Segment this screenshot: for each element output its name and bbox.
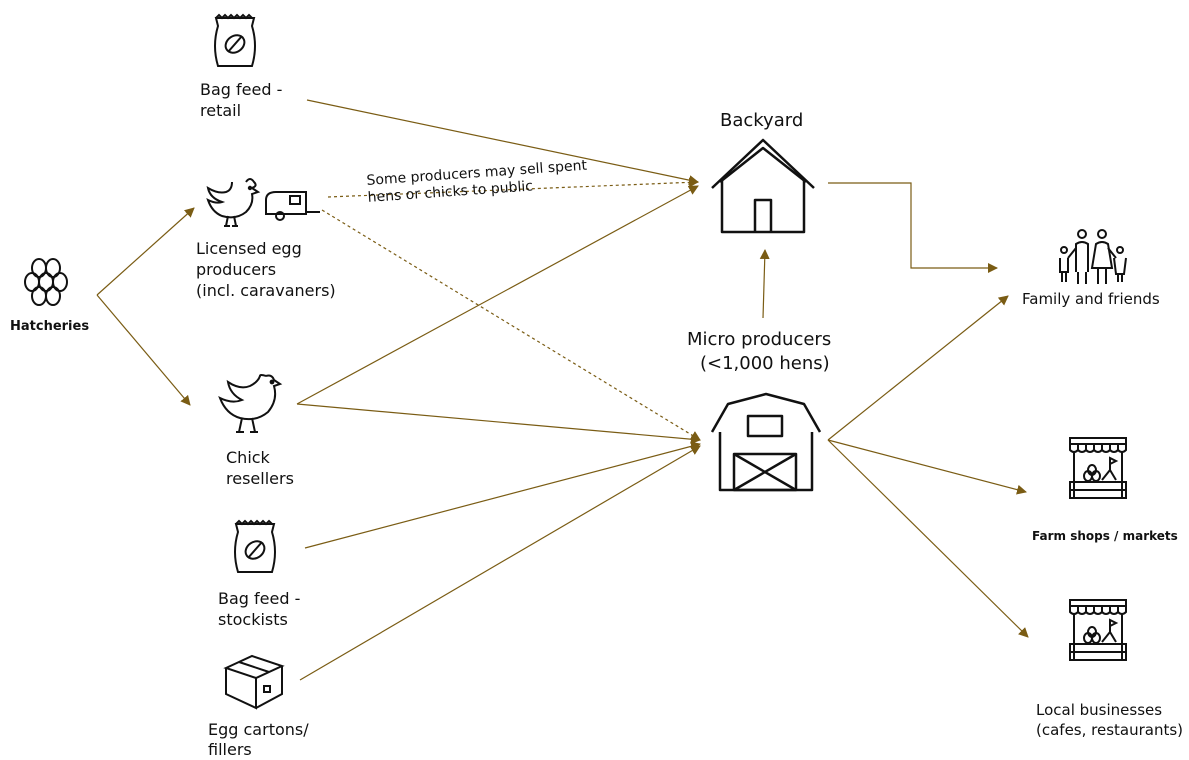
licensed-egg-line3: (incl. caravaners): [196, 281, 336, 300]
arrow-micro-to-farm-shops: [827, 439, 1027, 495]
licensed-egg-line2: producers: [196, 260, 277, 279]
arrow-micro-to-local-businesses: [827, 439, 1029, 638]
family-icon: [1059, 229, 1127, 284]
feed-bag-icon: [214, 13, 256, 67]
chick-resellers-line1: Chick: [226, 448, 270, 467]
house-icon: [711, 138, 815, 234]
bag-feed-stockists-line1: Bag feed -: [218, 589, 301, 608]
arrow-cartons-to-micro: [299, 445, 701, 681]
bag-feed-retail-line2: retail: [200, 101, 242, 120]
micro-producers-line2: (<1,000 hens): [700, 353, 830, 374]
family-friends-label: Family and friends: [1022, 290, 1160, 308]
feed-bag-icon: [234, 519, 276, 573]
eggs-icon: [24, 258, 68, 306]
arrow-hatcheries-to-licensed: [96, 207, 195, 296]
farm-shops-label: Farm shops / markets: [1032, 529, 1178, 543]
bag-feed-stockists-line2: stockists: [218, 610, 288, 629]
arrow-licensed-to-backyard: [327, 177, 699, 198]
arrow-feed-retail-to-backyard: [306, 99, 699, 186]
hen-icon: [206, 178, 261, 227]
arrow-resellers-to-micro: [296, 403, 701, 445]
arrow-hatcheries-to-resellers: [96, 294, 191, 406]
bag-feed-retail-line1: Bag feed -: [200, 80, 283, 99]
chicken-icon: [218, 374, 283, 433]
barn-icon: [710, 392, 822, 492]
box-icon: [223, 654, 285, 710]
backyard-label: Backyard: [720, 110, 804, 131]
local-businesses-line2: (cafes, restaurants): [1036, 721, 1184, 739]
arrow-licensed-to-micro: [321, 209, 701, 441]
hatcheries-label: Hatcheries: [10, 319, 90, 334]
market-stall-icon: [1069, 437, 1127, 499]
local-businesses-line1: Local businesses: [1036, 701, 1163, 719]
chick-resellers-line2: resellers: [226, 469, 294, 488]
arrow-backyard-to-family: [828, 182, 998, 273]
micro-producers-line1: Micro producers: [687, 329, 832, 350]
arrow-micro-to-backyard: [759, 249, 770, 319]
arrow-stockists-to-micro: [304, 441, 701, 549]
egg-cartons-line2: fillers: [208, 740, 252, 759]
arrow-micro-to-family: [827, 295, 1009, 441]
market-stall-icon: [1069, 599, 1127, 661]
licensed-egg-line1: Licensed egg: [196, 239, 302, 258]
caravan-icon: [265, 191, 320, 221]
arrow-resellers-to-backyard: [296, 185, 699, 405]
egg-cartons-line1: Egg cartons/: [208, 720, 309, 739]
